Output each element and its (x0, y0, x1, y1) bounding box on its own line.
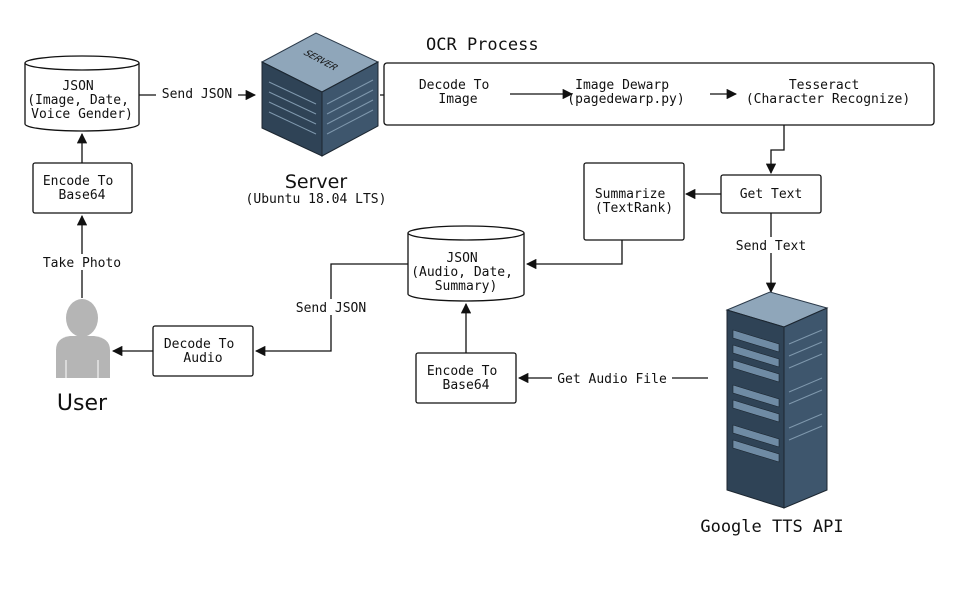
server-rack-icon (725, 291, 829, 509)
summarize-line-2: (TextRank) (595, 201, 673, 216)
svg-text:Decode To Audio: Decode To Audio (164, 337, 242, 366)
encode-top-line-2: Base64 (59, 188, 106, 203)
user-label: User (57, 391, 108, 416)
decode-image-line-1: Decode To (419, 78, 489, 93)
json-mid-line-3: Summary) (435, 279, 498, 294)
svg-text:Encode To Base64: Encode To Base64 (427, 364, 505, 393)
encode-bottom-line-2: Base64 (443, 378, 490, 393)
user-person-icon (56, 299, 110, 378)
arrow-summarize-to-json (525, 240, 623, 270)
json-image-cylinder: JSON (Image, Date, Voice Gender) (24, 55, 140, 132)
json-top-line-2: (Image, Date, (27, 93, 129, 108)
encode-bottom-line-1: Encode To (427, 364, 497, 379)
decode-audio-line-2: Audio (183, 351, 222, 366)
decode-audio-line-1: Decode To (164, 337, 234, 352)
dewarp-step: Image Dewarp (pagedewarp.py) (567, 78, 684, 107)
dewarp-line-1: Image Dewarp (575, 78, 669, 93)
json-mid-line-1: JSON (446, 251, 477, 266)
tesseract-step: Tesseract (Character Recognize) (746, 78, 910, 107)
take-photo-label: Take Photo (43, 256, 121, 271)
get-text-box: Get Text (720, 174, 822, 214)
encode-base64-box-top: Encode To Base64 (32, 162, 133, 214)
dewarp-line-2: (pagedewarp.py) (567, 92, 684, 107)
json-top-line-1: JSON (62, 79, 93, 94)
tesseract-line-1: Tesseract (789, 78, 859, 93)
svg-text:JSON (Image, Date,: JSON (Image, Date, Voice Gender) (27, 79, 137, 122)
decode-image-step: Decode To Image (419, 78, 497, 107)
server-cube-icon: SERVER (260, 32, 380, 157)
send-json-mid-label: Send JSON (296, 301, 366, 316)
server-title: Server (285, 171, 347, 193)
ocr-process-box (383, 62, 935, 126)
json-audio-cylinder: JSON (Audio, Date, Summary) (407, 225, 525, 302)
send-text-label: Send Text (736, 239, 806, 254)
summarize-line-1: Summarize (595, 187, 666, 202)
decode-audio-box: Decode To Audio (152, 325, 254, 377)
encode-base64-box-bottom: Encode To Base64 (415, 352, 517, 404)
server-subtitle: (Ubuntu 18.04 LTS) (246, 192, 387, 207)
ocr-title: OCR Process (426, 35, 539, 55)
svg-text:Summarize (TextRank): Summarize (TextRank) (595, 187, 673, 216)
send-json-top-label: Send JSON (162, 87, 232, 102)
get-audio-file-label: Get Audio File (557, 372, 667, 387)
json-mid-line-2: (Audio, Date, (411, 265, 513, 280)
tesseract-line-2: (Character Recognize) (746, 92, 910, 107)
svg-text:Encode To Base64: Encode To Base64 (43, 174, 121, 203)
svg-text:JSON (Audio, Date,: JSON (Audio, Date, Summary) (411, 251, 521, 294)
tts-label: Google TTS API (700, 517, 843, 537)
arrow-ocr-to-get-text (765, 125, 785, 175)
summarize-box: Summarize (TextRank) (583, 162, 685, 241)
json-top-line-3: Voice Gender) (31, 107, 133, 122)
get-text-label: Get Text (740, 187, 803, 202)
decode-image-line-2: Image (438, 92, 477, 107)
encode-top-line-1: Encode To (43, 174, 113, 189)
